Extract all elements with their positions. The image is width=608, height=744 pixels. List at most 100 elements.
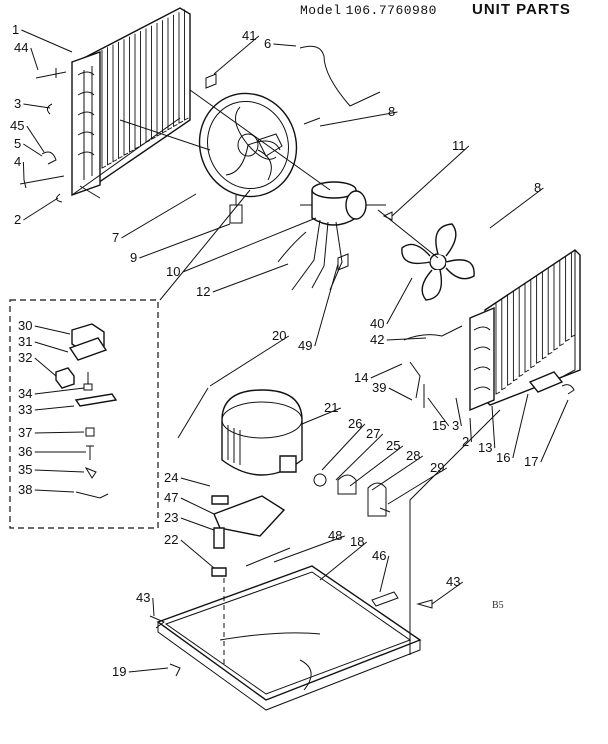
callout-c30: 30 xyxy=(18,318,32,333)
leader-line-c28 xyxy=(371,455,424,491)
leader-line-c25 xyxy=(349,445,404,487)
model-number-heading: Model 106.7760980 xyxy=(300,2,437,18)
condenser-fan-blade[interactable] xyxy=(401,223,475,301)
fan-motor[interactable] xyxy=(291,181,386,291)
leader-line-c48 xyxy=(273,535,345,563)
callout-c25: 25 xyxy=(386,438,400,453)
leader-line-c43a xyxy=(152,597,155,617)
leader-line-c23 xyxy=(180,517,215,531)
blower-wheel[interactable] xyxy=(185,80,311,224)
leader-line-c19 xyxy=(128,667,169,673)
callout-c43a: 43 xyxy=(136,590,150,605)
inset-parts[interactable] xyxy=(55,323,118,499)
leader-line-c22 xyxy=(180,539,215,569)
callout-c20: 20 xyxy=(272,328,286,343)
callout-c41: 41 xyxy=(242,28,256,43)
callout-c40: 40 xyxy=(370,316,384,331)
leader-line-c39 xyxy=(388,387,413,401)
page-title: UNIT PARTS xyxy=(472,1,571,18)
diagram-code: B5 xyxy=(492,600,504,611)
callout-c16: 16 xyxy=(496,450,510,465)
callout-c7: 7 xyxy=(112,230,119,245)
callout-c23: 23 xyxy=(164,510,178,525)
callout-c47: 47 xyxy=(164,490,178,505)
leader-line-c26 xyxy=(321,423,366,471)
leader-line-c8a xyxy=(319,111,398,127)
callout-c31: 31 xyxy=(18,334,32,349)
callout-c39: 39 xyxy=(372,380,386,395)
leader-line-c8b xyxy=(489,187,544,229)
callout-c21: 21 xyxy=(324,400,338,415)
callout-c36: 36 xyxy=(18,444,32,459)
leader-line-c14 xyxy=(370,363,403,379)
callout-c48: 48 xyxy=(328,528,342,543)
callout-c4: 4 xyxy=(14,154,21,169)
evaporator-accessories[interactable] xyxy=(403,325,575,408)
callout-c42: 42 xyxy=(370,332,384,347)
overload-parts-inset-box xyxy=(9,299,159,529)
leader-line-c40 xyxy=(386,277,413,325)
leader-line-c6 xyxy=(273,43,297,47)
leader-line-c13 xyxy=(491,405,496,449)
leader-line-c2a xyxy=(23,197,59,221)
leader-line-c31 xyxy=(34,341,69,353)
callout-c18: 18 xyxy=(350,534,364,549)
leader-line-c15 xyxy=(427,397,450,427)
callout-c8a: 8 xyxy=(388,104,395,119)
leader-line-c12 xyxy=(212,263,289,293)
callout-c10: 10 xyxy=(166,264,180,279)
callout-c17: 17 xyxy=(524,454,538,469)
leader-line-c43b xyxy=(431,581,464,605)
callout-c34: 34 xyxy=(18,386,32,401)
leader-line-c5 xyxy=(23,143,43,157)
callout-c45: 45 xyxy=(10,118,24,133)
callout-c9: 9 xyxy=(130,250,137,265)
leader-line-c16 xyxy=(512,393,529,459)
leader-line-c47 xyxy=(180,497,215,515)
leader-line-c9 xyxy=(139,223,231,259)
leader-line-c44 xyxy=(30,47,39,71)
leader-line-c42 xyxy=(386,337,427,341)
callout-c14: 14 xyxy=(354,370,368,385)
assembly-trace-lines xyxy=(71,89,576,655)
callout-c5: 5 xyxy=(14,136,21,151)
callout-c35: 35 xyxy=(18,462,32,477)
callout-c3a: 3 xyxy=(14,96,21,111)
callout-c12: 12 xyxy=(196,284,210,299)
leader-line-c11 xyxy=(391,145,470,217)
callout-c24: 24 xyxy=(164,470,178,485)
model-label: Model xyxy=(300,3,342,18)
misc-small-parts[interactable] xyxy=(19,45,433,677)
callout-c44: 44 xyxy=(14,40,28,55)
leader-line-c27 xyxy=(335,433,384,481)
callout-c1: 1 xyxy=(12,22,19,37)
callout-c33: 33 xyxy=(18,402,32,417)
callout-c3b: 3 xyxy=(452,418,459,433)
leader-line-c29 xyxy=(387,467,448,505)
evaporator-coil[interactable] xyxy=(469,249,581,412)
leader-line-c41 xyxy=(213,35,260,75)
leader-line-c10 xyxy=(182,217,317,273)
callout-c29: 29 xyxy=(430,460,444,475)
leader-line-c32 xyxy=(34,357,57,377)
condenser-coil[interactable] xyxy=(71,7,191,196)
callout-c43b: 43 xyxy=(446,574,460,589)
leader-line-c4 xyxy=(22,161,25,181)
leader-line-c20 xyxy=(209,335,290,387)
leader-line-c34 xyxy=(34,387,85,395)
leader-line-c35 xyxy=(34,469,85,473)
callout-c2b: 2 xyxy=(462,434,469,449)
callout-c2a: 2 xyxy=(14,212,21,227)
leader-line-c46 xyxy=(379,555,390,593)
callout-c32: 32 xyxy=(18,350,32,365)
leader-line-c7 xyxy=(121,193,197,239)
leader-line-c18 xyxy=(319,541,368,581)
callout-c8b: 8 xyxy=(534,180,541,195)
leader-line-c21 xyxy=(301,407,341,425)
leader-line-c45 xyxy=(26,125,45,153)
compressor[interactable] xyxy=(221,389,303,476)
callout-c38: 38 xyxy=(18,482,32,497)
leader-line-c3b xyxy=(455,397,462,427)
